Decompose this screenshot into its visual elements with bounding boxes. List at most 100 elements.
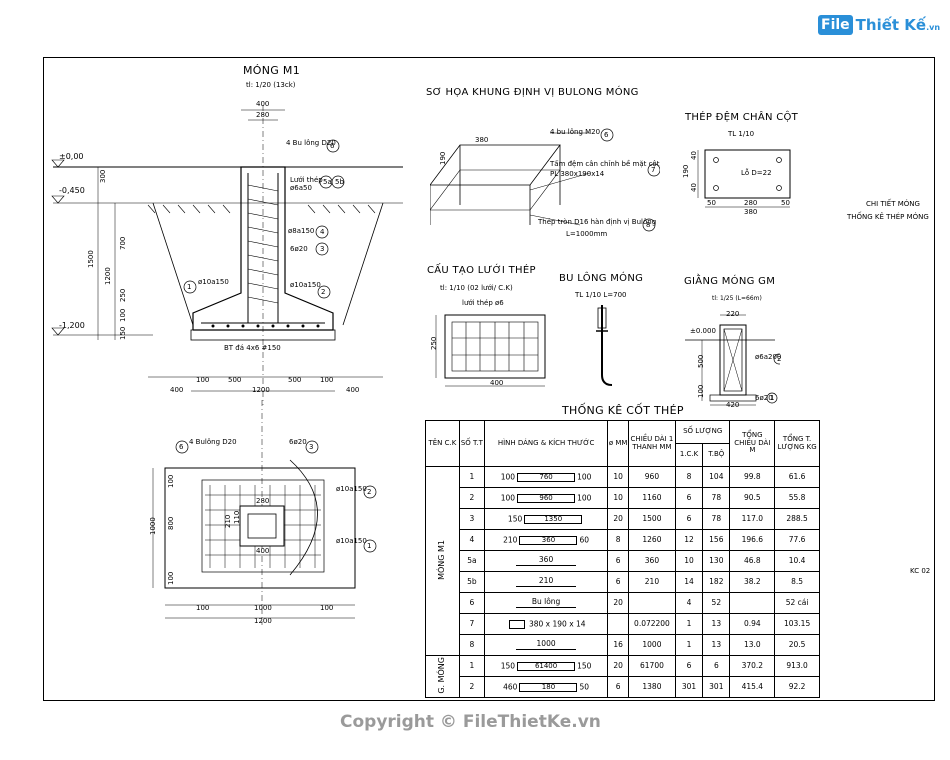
- level-1200: -1,200: [59, 321, 85, 330]
- callout-4-text: ø8a150: [288, 227, 315, 235]
- cell-tl: 117.0: [729, 508, 776, 530]
- plan-dim-100a: 100: [167, 474, 175, 488]
- bdim-500a: 500: [228, 376, 242, 384]
- so-hoa-dim-380: 380: [475, 136, 489, 144]
- bar-shape: 180: [519, 682, 578, 692]
- cell-tl: 0.94: [729, 613, 776, 635]
- cell-d: 10: [607, 466, 629, 488]
- giang-mong-title: GIẰNG MÓNG GM: [684, 276, 776, 287]
- so-hoa-num-8: 8: [646, 221, 651, 229]
- cell-tb: 6: [702, 655, 731, 677]
- callout-6-text: 4 Bu lông D20: [286, 139, 336, 147]
- cell-len: 1500: [627, 508, 676, 530]
- cell-tt: 2: [458, 676, 485, 698]
- cell-d: 20: [607, 508, 629, 530]
- luoi-thep-dim-400: 400: [490, 379, 504, 387]
- callout-2-num: 2: [321, 288, 326, 296]
- plan-dim-1000: 1000: [149, 517, 157, 535]
- cell-len: 360: [627, 550, 676, 572]
- callout-1-num: 1: [187, 283, 192, 291]
- copyright-watermark: Copyright © FileThietKe.vn: [340, 712, 601, 732]
- cell-ck: 1: [674, 634, 704, 656]
- group-label: G. MÓNG: [425, 655, 460, 698]
- cell-tl: 46.8: [729, 550, 776, 572]
- cell-ck: 14: [674, 571, 704, 593]
- cell-kg: 103.15: [774, 613, 820, 635]
- cell-tl: 370.2: [729, 655, 776, 677]
- dim-1500: 1500: [87, 250, 95, 268]
- side-note-1: CHI TIẾT MÓNG: [866, 200, 920, 208]
- cell-shape: 210: [483, 571, 609, 593]
- cell-ck: 10: [674, 550, 704, 572]
- cell-kg: 77.6: [774, 529, 820, 551]
- plan-callout-6-num: 6: [179, 443, 184, 451]
- callout-5a-num: 5a: [323, 178, 332, 186]
- cell-tb: 301: [702, 676, 731, 698]
- cell-shape: 380 x 190 x 14: [483, 613, 609, 635]
- bar-shape: 1350: [524, 514, 583, 524]
- th-stt: SỐ T.T: [458, 420, 485, 467]
- cell-shape: Bu lông: [483, 592, 609, 614]
- logo-box: File: [818, 15, 853, 35]
- plan-callout-3-text: 6ø20: [289, 438, 307, 446]
- cell-ck: 1: [674, 613, 704, 635]
- plan-callout-2-text: ø10a150: [336, 485, 367, 493]
- cell-tt: 3: [458, 508, 485, 530]
- thep-dem-scale: TL 1/10: [728, 130, 755, 138]
- cell-tl: 13.0: [729, 634, 776, 656]
- thep-dem-hole: Lỗ D=22: [741, 169, 772, 177]
- giang-mong-dim-420: 420: [726, 401, 740, 409]
- cell-tt: 8: [458, 634, 485, 656]
- callout-4-num: 4: [320, 228, 325, 236]
- plan-callout-1-num: 1: [367, 542, 372, 550]
- cell-len: 61700: [627, 655, 676, 677]
- group-label: MÓNG M1: [425, 466, 460, 656]
- bu-long-drawing: [596, 305, 613, 386]
- cell-tl: 90.5: [729, 487, 776, 509]
- cell-ck: 6: [674, 508, 704, 530]
- th-tbo: T.BỘ: [702, 443, 731, 467]
- cell-tb: 130: [702, 550, 731, 572]
- callout-6-num: 6: [330, 142, 335, 150]
- cell-kg: 8.5: [774, 571, 820, 593]
- cell-len: 210: [627, 571, 676, 593]
- bar-shape: 960: [517, 493, 576, 503]
- cell-kg: 913.0: [774, 655, 820, 677]
- callout-5a-text: Lưới thép: [290, 176, 323, 184]
- bt-label: BT đá 4x6 #150: [224, 344, 281, 352]
- callout-5b-extra: ø6a50: [290, 184, 312, 192]
- cell-tb: 78: [702, 508, 731, 530]
- cell-ck: 8: [674, 466, 704, 488]
- plan-dim-210: 210: [224, 514, 232, 528]
- thep-dem-dim-190: 190: [682, 164, 690, 178]
- giang-mong-drawing: [685, 314, 780, 406]
- giang-mong-callout-1-num: 1: [770, 394, 775, 402]
- steel-table: TÊN C.K SỐ T.T HÌNH DÁNG & KÍCH THƯỚC ø …: [425, 420, 820, 698]
- th-hinh-dang: HÌNH DÁNG & KÍCH THƯỚC: [483, 420, 609, 467]
- bdim-100b: 100: [320, 376, 334, 384]
- giang-mong-dim-500: 500: [697, 354, 705, 368]
- so-hoa-title: SƠ HỌA KHUNG ĐỊNH VỊ BULONG MÓNG: [426, 87, 639, 98]
- cell-d: 6: [607, 550, 629, 572]
- so-hoa-note-2: Tấm đệm cân chỉnh bề mặt cột: [550, 160, 660, 168]
- top-dim-400: 400: [256, 100, 270, 108]
- level-450: -0,450: [59, 186, 85, 195]
- cell-tb: 13: [702, 613, 731, 635]
- cell-d: 20: [607, 592, 629, 614]
- giang-mong-level: ±0.000: [690, 327, 716, 335]
- cell-tb: 78: [702, 487, 731, 509]
- cell-shape: 360: [483, 550, 609, 572]
- plan-bdim-100a: 100: [196, 604, 210, 612]
- thep-dem-dim-50b: 50: [781, 199, 790, 207]
- cell-ck: 6: [674, 655, 704, 677]
- cell-len: 1380: [627, 676, 676, 698]
- table-title: THỐNG KÊ CỐT THÉP: [562, 404, 684, 417]
- side-note-2: THỐNG KÊ THÉP MÓNG: [847, 213, 929, 221]
- so-hoa-dim-190: 190: [439, 151, 447, 165]
- cell-d: 6: [607, 676, 629, 698]
